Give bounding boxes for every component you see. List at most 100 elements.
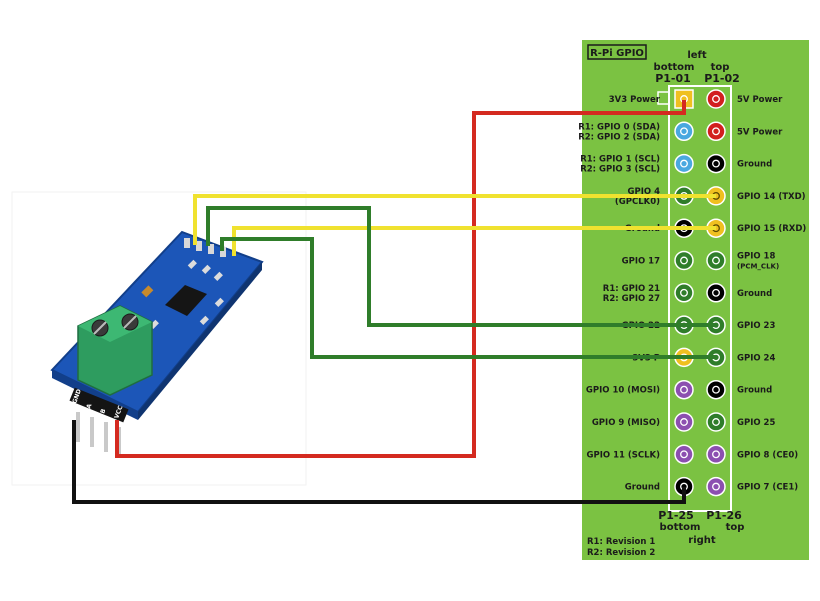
footer-p1-25: P1-25 [658, 509, 694, 522]
pin-hole [680, 159, 688, 168]
pin-label-right: GPIO 25 [737, 418, 775, 428]
pin-label-right: GPIO 8 (CE0) [737, 450, 798, 460]
module-component [199, 315, 209, 325]
pin-label-right: GPIO 14 (TXD) [737, 192, 806, 202]
pin-label-right: GPIO 7 (CE1) [737, 483, 798, 493]
header-p1-02: P1-02 [704, 72, 740, 85]
pin-label-right: 5V Power [737, 95, 783, 105]
pin-right-12 [706, 250, 726, 271]
footer-bottom: bottom [660, 522, 701, 533]
pin-right-22 [706, 412, 726, 432]
module-capacitor [141, 285, 154, 298]
header-top: top [711, 62, 730, 73]
pin-hole [712, 385, 720, 394]
header-bottom: bottom [654, 62, 695, 73]
pin-right-20 [706, 379, 726, 400]
pin-label-left: Ground [625, 483, 660, 493]
pin-label-left: R1: GPIO 1 (SCL) [580, 155, 660, 165]
module-component [187, 259, 197, 269]
pin-hole [680, 450, 688, 459]
pin-hole [680, 288, 688, 297]
pin-label-left: GPIO 17 [622, 257, 660, 267]
module-pin-label: A [85, 403, 93, 410]
wire-yellow-txd [193, 194, 716, 245]
pin-right-24 [706, 444, 726, 465]
module-component [201, 264, 211, 274]
pin-right-4 [706, 121, 726, 142]
pin-label-left: GPIO 10 (MOSI) [586, 386, 660, 396]
wire-red-3v3 [115, 100, 686, 458]
pin-hole [712, 95, 720, 103]
module-board-side [138, 262, 262, 420]
pin-hole [680, 256, 688, 265]
gpio-panel: R-Pi GPIO left bottom top P1-01 P1-02 3V… [578, 40, 809, 560]
pin-hole [712, 418, 720, 426]
pin-right-2 [706, 89, 726, 109]
legend-revision-1: R1: Revision 1 [587, 537, 655, 547]
pin-right-14 [706, 283, 726, 303]
pin-left-11 [674, 250, 694, 271]
header-p1-01: P1-01 [655, 72, 691, 85]
pin1-marker [657, 91, 669, 105]
pin-label-right: GPIO 23 [737, 321, 775, 331]
pin-label-left: 3V3 Power [609, 95, 661, 105]
footer-top: top [726, 522, 745, 533]
wire-black-ground [72, 420, 686, 504]
pin-hole [712, 482, 720, 491]
module-bottom-header [69, 387, 129, 423]
header-left: left [687, 50, 707, 61]
pin-right-26 [706, 476, 726, 497]
footer-p1-26: P1-26 [706, 509, 742, 522]
pin-hole [712, 288, 720, 297]
module-top-header [184, 238, 226, 257]
pin-label-left: R1: GPIO 0 (SDA) [578, 122, 660, 132]
pin-label-left: R2: GPIO 27 [603, 294, 660, 304]
wire-yellow-rxd [232, 226, 716, 256]
footer-right: right [688, 535, 716, 546]
pin-label-right: GPIO 24 [737, 353, 775, 363]
module-component [213, 271, 223, 281]
pin-left-5 [674, 153, 694, 174]
gpio-title: R-Pi GPIO [590, 48, 644, 59]
pin-label-right: (PCM_CLK) [737, 263, 779, 271]
pin-label-right: GPIO 15 (RXD) [737, 224, 806, 234]
pin-hole [712, 159, 720, 168]
pin-hole [680, 127, 688, 136]
gpio-panel-background [582, 40, 809, 560]
pin-label-right: 5V Power [737, 127, 783, 137]
pin-left-23 [674, 444, 694, 465]
pin-label-right: GPIO 18 [737, 252, 775, 262]
module-pin-label: GND [71, 388, 83, 404]
pin-left-19 [674, 379, 694, 400]
pin-left-21 [674, 412, 694, 432]
module-component [214, 297, 224, 307]
pin-hole [680, 418, 688, 426]
pin-label-left: GPIO 11 (SCLK) [587, 450, 661, 460]
module-chip [165, 285, 207, 316]
pin-label-left: (GPCLK0) [615, 197, 660, 207]
pin-label-right: Ground [737, 289, 772, 299]
pin-label-right: Ground [737, 160, 772, 170]
pin-label-left: R2: GPIO 3 (SCL) [580, 165, 660, 175]
wire-green-gpio23 [206, 206, 716, 327]
pin-hole [712, 127, 720, 136]
wire-green-gpio24 [220, 237, 716, 359]
pin-hole [712, 450, 720, 459]
pin-label-right: Ground [737, 386, 772, 396]
gpio-title-box [587, 44, 647, 60]
module-pin-label: VCC [113, 404, 124, 420]
pin-left-3 [674, 121, 694, 142]
pin-hole [680, 385, 688, 394]
module-pin-label: B [99, 408, 107, 415]
pin-label-left: GPIO 9 (MISO) [592, 418, 660, 428]
pin-right-6 [706, 153, 726, 174]
pin-left-13 [674, 283, 694, 303]
wires [72, 100, 716, 504]
pin-label-left: R2: GPIO 2 (SDA) [578, 132, 660, 142]
pin-label-left: GPIO 4 [628, 187, 661, 197]
legend-revision-2: R2: Revision 2 [587, 548, 655, 558]
pin-label-left: R1: GPIO 21 [603, 284, 660, 294]
